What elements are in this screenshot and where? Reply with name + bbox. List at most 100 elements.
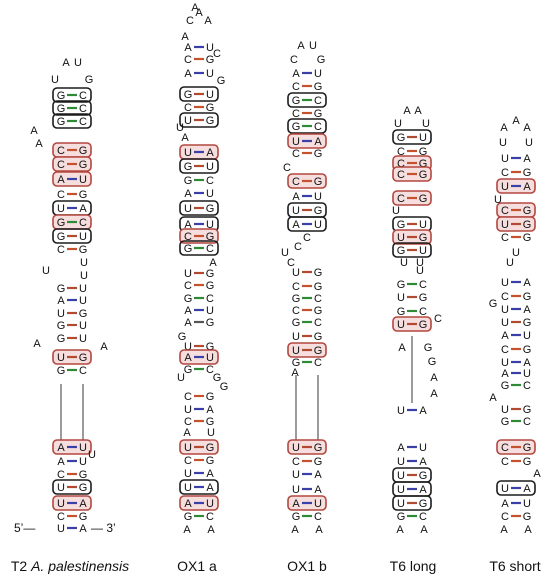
nucleotide-right: U bbox=[314, 68, 322, 80]
nucleotide-right: G bbox=[419, 169, 428, 181]
unpaired-nucleotide: A bbox=[524, 524, 532, 536]
nucleotide-right: U bbox=[523, 368, 531, 380]
nucleotide-left: U bbox=[292, 484, 300, 496]
highlight-box-black bbox=[496, 480, 536, 496]
nucleotide-right: G bbox=[206, 203, 215, 215]
loop-nucleotide: G bbox=[85, 74, 94, 86]
nucleotide-left: C bbox=[501, 344, 509, 356]
nucleotide-right: A bbox=[206, 404, 214, 416]
nucleotide-left: U bbox=[57, 523, 65, 535]
nucleotide-left: C bbox=[397, 146, 405, 158]
nucleotide-left: A bbox=[501, 368, 509, 380]
nucleotide-right: U bbox=[314, 191, 322, 203]
nucleotide-left: A bbox=[184, 498, 192, 510]
nucleotide-left: U bbox=[292, 442, 300, 454]
nucleotide-left: G bbox=[57, 320, 66, 332]
nucleotide-left: U bbox=[292, 205, 300, 217]
nucleotide-right: C bbox=[314, 317, 322, 329]
loop-nucleotide: U bbox=[422, 118, 430, 130]
nucleotide-left: G bbox=[184, 161, 193, 173]
unpaired-nucleotide: U bbox=[494, 194, 502, 206]
nucleotide-right: U bbox=[79, 333, 87, 345]
nucleotide-right: G bbox=[314, 345, 323, 357]
caption-ox1a: OX1 a bbox=[177, 558, 217, 574]
unpaired-nucleotide: U bbox=[416, 265, 424, 277]
nucleotide-right: A bbox=[523, 277, 531, 289]
nucleotide-right: G bbox=[206, 231, 215, 243]
unpaired-nucleotide: U bbox=[207, 427, 215, 439]
nucleotide-right: U bbox=[206, 219, 214, 231]
nucleotide-left: A bbox=[397, 442, 405, 454]
nucleotide-left: A bbox=[57, 456, 65, 468]
nucleotide-right: A bbox=[523, 181, 531, 193]
unpaired-nucleotide: U bbox=[416, 257, 424, 269]
nucleotide-right: G bbox=[314, 267, 323, 279]
nucleotide-right: U bbox=[79, 295, 87, 307]
highlight-box-black bbox=[392, 495, 432, 511]
unpaired-nucleotide: A bbox=[181, 132, 189, 144]
unpaired-nucleotide: A bbox=[33, 338, 41, 350]
unpaired-nucleotide: A bbox=[191, 2, 199, 14]
nucleotide-left: U bbox=[292, 331, 300, 343]
unpaired-nucleotide: A bbox=[489, 392, 497, 404]
nucleotide-right: A bbox=[79, 523, 87, 535]
unpaired-nucleotide: U bbox=[392, 205, 400, 217]
nucleotide-left: C bbox=[501, 205, 509, 217]
unpaired-nucleotide: A bbox=[30, 125, 38, 137]
nucleotide-right: C bbox=[523, 416, 531, 428]
nucleotide-left: C bbox=[184, 391, 192, 403]
unpaired-nucleotide: A bbox=[533, 468, 541, 480]
nucleotide-left: U bbox=[501, 181, 509, 193]
highlight-box-black bbox=[179, 240, 219, 256]
nucleotide-left: U bbox=[184, 147, 192, 159]
nucleotide-right: U bbox=[206, 68, 214, 80]
strand-ends: 5’— — 3’ bbox=[14, 521, 116, 535]
nucleotide-right: U bbox=[79, 442, 87, 454]
nucleotide-left: C bbox=[501, 442, 509, 454]
loop-nucleotide: A bbox=[297, 40, 305, 52]
nucleotide-right: G bbox=[206, 280, 215, 292]
nucleotide-left: A bbox=[292, 219, 300, 231]
unpaired-nucleotide: A bbox=[420, 524, 428, 536]
nucleotide-right: C bbox=[206, 175, 214, 187]
nucleotide-right: G bbox=[314, 281, 323, 293]
nucleotide-right: U bbox=[206, 188, 214, 200]
unpaired-nucleotide: A bbox=[291, 524, 299, 536]
loop-nucleotide: G bbox=[317, 54, 326, 66]
nucleotide-left: C bbox=[501, 167, 509, 179]
nucleotide-right: C bbox=[79, 365, 87, 377]
nucleotide-left: G bbox=[292, 317, 301, 329]
nucleotide-right: G bbox=[419, 319, 428, 331]
nucleotide-left: U bbox=[501, 304, 509, 316]
nucleotide-right: U bbox=[206, 161, 214, 173]
loop-nucleotide: U bbox=[74, 57, 82, 69]
loop-nucleotide: U bbox=[394, 118, 402, 130]
nucleotide-right: C bbox=[314, 95, 322, 107]
nucleotide-right: C bbox=[79, 103, 87, 115]
unpaired-nucleotide: A bbox=[396, 524, 404, 536]
highlight-box-black bbox=[52, 100, 92, 116]
nucleotide-right: A bbox=[523, 304, 531, 316]
five-prime-label: 5’— bbox=[14, 521, 35, 535]
nucleotide-right: A bbox=[79, 498, 87, 510]
nucleotide-right: U bbox=[314, 498, 322, 510]
